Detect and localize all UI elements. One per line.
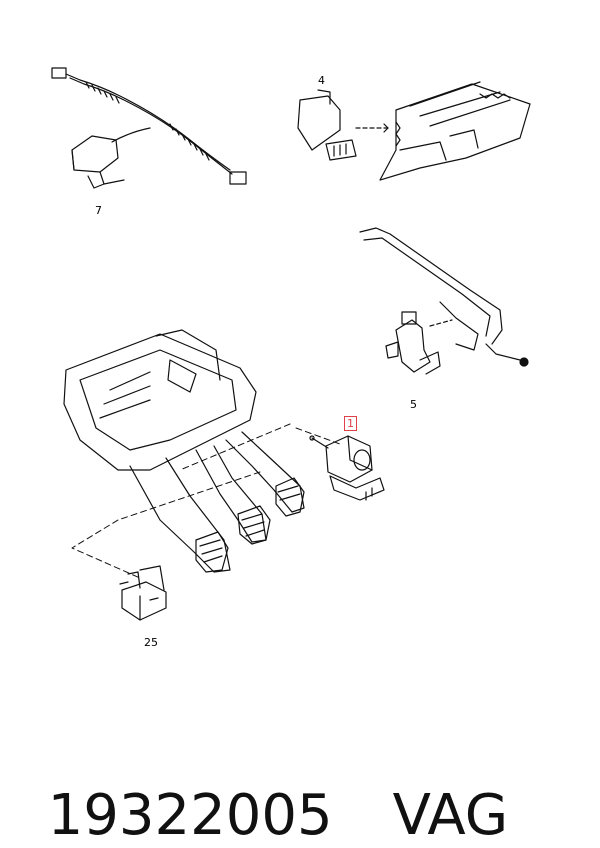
leader-lines bbox=[71, 423, 341, 579]
callout-25: 25 bbox=[144, 636, 158, 649]
callout-7: 7 bbox=[95, 204, 102, 217]
callout-5: 5 bbox=[410, 398, 417, 411]
part-footer: 19322005 VAG bbox=[12, 718, 592, 848]
callout-1-highlighted: 1 bbox=[344, 416, 357, 431]
pedal-box-assembly bbox=[63, 329, 305, 573]
part-7-wiring-harness bbox=[51, 67, 247, 189]
callout-4: 4 bbox=[318, 74, 325, 87]
part-5-handbrake-assembly bbox=[359, 227, 529, 375]
exploded-parts-diagram bbox=[51, 67, 531, 621]
part-1-brake-light-switch bbox=[309, 435, 385, 501]
part-4-connector-and-console bbox=[297, 81, 531, 181]
part-number: 19322005 bbox=[47, 783, 333, 848]
brand-name: VAG bbox=[392, 783, 509, 848]
part-25-relay-bracket bbox=[119, 565, 167, 621]
